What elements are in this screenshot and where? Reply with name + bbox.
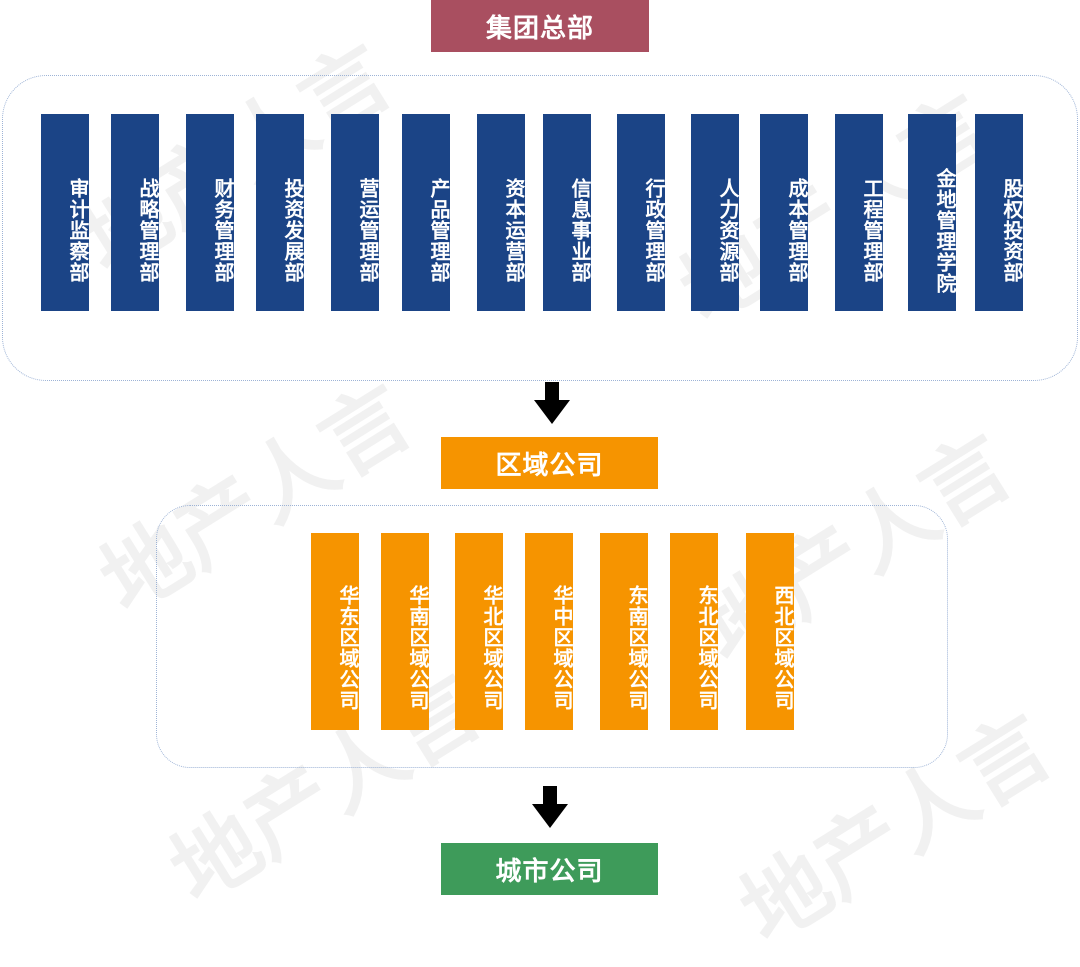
- regional-company-box: 华北区域公司: [455, 533, 504, 730]
- regional-company-box: 华南区域公司: [381, 533, 430, 730]
- regional-company-box: 华东区域公司: [311, 533, 360, 730]
- department-box: 人力资源部: [691, 114, 740, 311]
- regional-company-list: 华东区域公司华南区域公司华北区域公司华中区域公司东南区域公司东北区域公司西北区域…: [311, 533, 795, 730]
- department-box: 财务管理部: [186, 114, 235, 311]
- regional-company-box: 西北区域公司: [746, 533, 795, 730]
- department-box: 成本管理部: [760, 114, 809, 311]
- hq-department-list: 审计监察部战略管理部财务管理部投资发展部营运管理部产品管理部资本运营部信息事业部…: [41, 114, 1024, 311]
- city-title: 城市公司: [441, 843, 658, 895]
- department-box: 投资发展部: [256, 114, 305, 311]
- department-box: 工程管理部: [835, 114, 884, 311]
- department-box: 审计监察部: [41, 114, 90, 311]
- department-box: 金地管理学院: [908, 114, 957, 311]
- hq-departments-frame: [2, 75, 1078, 381]
- arrow-down-icon: [534, 382, 570, 424]
- regional-title: 区域公司: [441, 437, 658, 489]
- department-box: 信息事业部: [543, 114, 592, 311]
- department-box: 股权投资部: [975, 114, 1024, 311]
- department-box: 产品管理部: [402, 114, 451, 311]
- regional-company-box: 东北区域公司: [670, 533, 719, 730]
- regional-companies-frame: [156, 505, 948, 768]
- department-box: 营运管理部: [331, 114, 380, 311]
- arrow-down-icon: [532, 786, 568, 828]
- regional-company-box: 华中区域公司: [525, 533, 574, 730]
- department-box: 资本运营部: [477, 114, 526, 311]
- regional-company-box: 东南区域公司: [600, 533, 649, 730]
- department-box: 行政管理部: [617, 114, 666, 311]
- hq-title: 集团总部: [431, 0, 649, 52]
- department-box: 战略管理部: [111, 114, 160, 311]
